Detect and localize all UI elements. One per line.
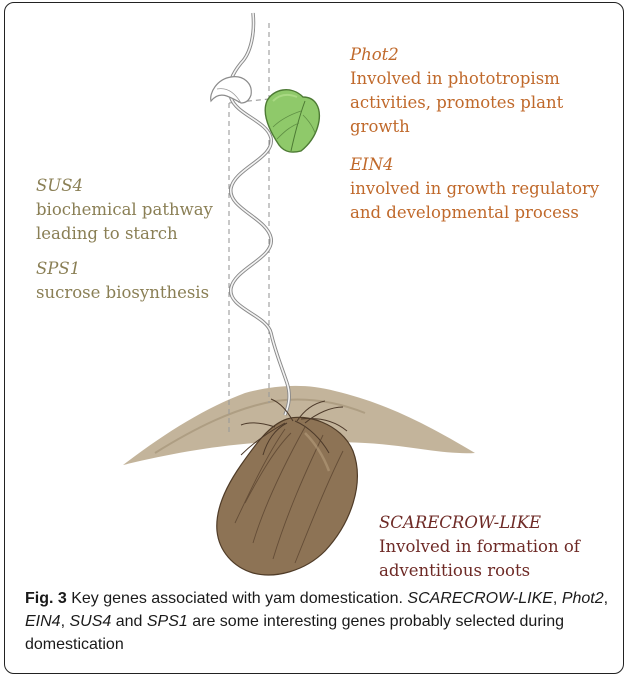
gene-name-phot2: Phot2 [350,43,623,67]
label-sps1: SPS1 sucrose biosynthesis [36,257,209,305]
caption-gene-2: Phot2 [562,590,604,607]
label-phot2: Phot2 Involved in phototropism activitie… [350,43,623,139]
figure-frame: Phot2 Involved in phototropism activitie… [4,2,624,674]
desc-ein4-line1: involved in growth regulatory [350,177,599,201]
caption-fig-number: Fig. 3 [25,590,67,607]
caption-conjunction: and [111,613,147,630]
caption-separator: , [553,590,562,607]
green-leaf-icon [265,90,319,152]
label-scarecrow: SCARECROW-LIKE Involved in formation of … [379,511,580,583]
caption-separator: , [604,590,608,607]
caption-gene-4: SUS4 [69,613,111,630]
gene-name-sus4: SUS4 [36,174,213,198]
caption-title: Key genes associated with yam domesticat… [67,590,408,607]
figure-caption: Fig. 3 Key genes associated with yam dom… [25,587,624,656]
desc-sus4-line1: biochemical pathway [36,198,213,222]
desc-sps1-line1: sucrose biosynthesis [36,281,209,305]
desc-phot2-line2: activities, promotes plant growth [350,91,623,139]
desc-sus4-line2: leading to starch [36,222,213,246]
gene-name-ein4: EIN4 [350,153,599,177]
vine-stem-icon [230,13,289,415]
desc-phot2-line1: Involved in phototropism [350,67,623,91]
label-ein4: EIN4 involved in growth regulatory and d… [350,153,599,225]
desc-ein4-line2: and developmental process [350,201,599,225]
gene-name-scarecrow: SCARECROW-LIKE [379,511,580,535]
caption-gene-3: EIN4 [25,613,61,630]
caption-gene-1: SCARECROW-LIKE [407,590,553,607]
label-sus4: SUS4 biochemical pathway leading to star… [36,174,213,246]
caption-gene-5: SPS1 [147,613,188,630]
desc-scarecrow-line2: adventitious roots [379,559,580,583]
desc-scarecrow-line1: Involved in formation of [379,535,580,559]
gene-name-sps1: SPS1 [36,257,209,281]
